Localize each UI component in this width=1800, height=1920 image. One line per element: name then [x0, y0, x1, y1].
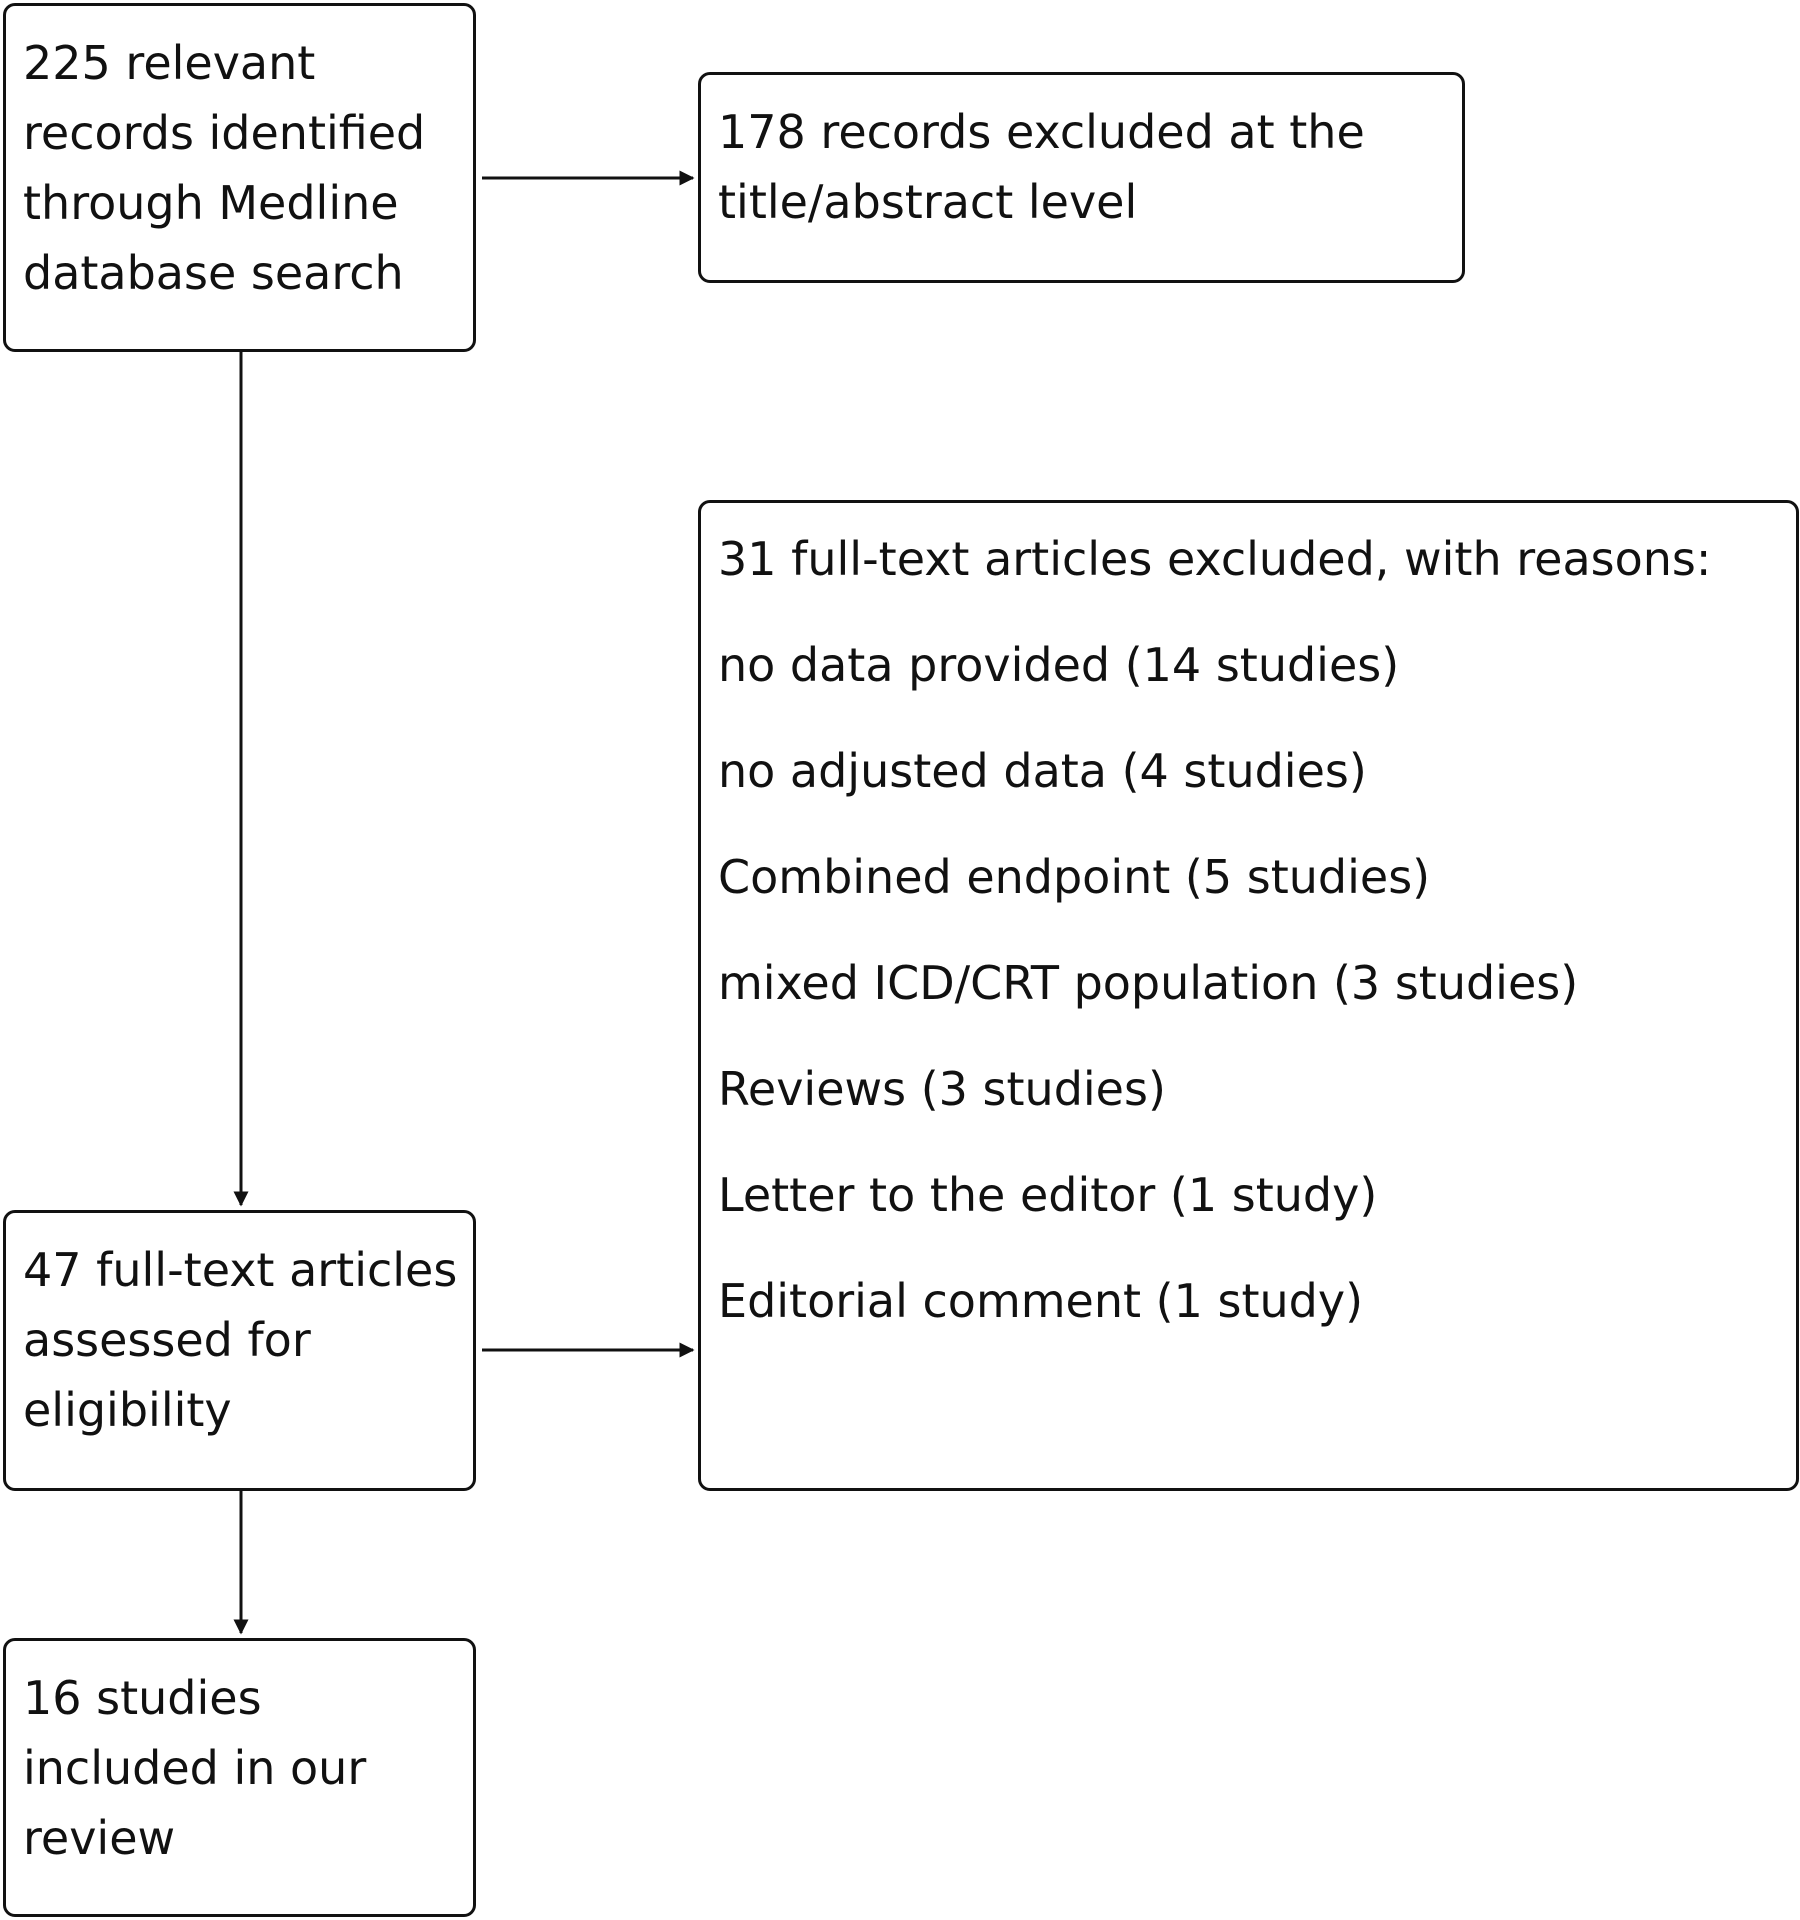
studies-included-box: 16 studies included in our review — [3, 1638, 476, 1917]
exclusion-heading: 31 full-text articles excluded, with rea… — [718, 532, 1712, 586]
exclusion-reason: Reviews (3 studies) — [718, 1062, 1166, 1116]
records-excluded-box: 178 records excluded at the title/abstra… — [698, 72, 1465, 283]
exclusion-reasons-list: 31 full-text articles excluded, with rea… — [718, 506, 1711, 1354]
full-text-assessed-box: 47 full-text articles assessed for eligi… — [3, 1210, 476, 1491]
exclusion-reason: no data provided (14 studies) — [718, 638, 1400, 692]
exclusion-reason: Combined endpoint (5 studies) — [718, 850, 1431, 904]
exclusion-reason: Letter to the editor (1 study) — [718, 1168, 1378, 1222]
exclusion-reason: mixed ICD/CRT population (3 studies) — [718, 956, 1579, 1010]
exclusion-reason: no adjusted data (4 studies) — [718, 744, 1367, 798]
full-text-excluded-box: 31 full-text articles excluded, with rea… — [698, 500, 1799, 1491]
records-excluded-text: 178 records excluded at the title/abstra… — [718, 105, 1365, 229]
records-identified-text: 225 relevant records identified through … — [23, 36, 426, 300]
studies-included-text: 16 studies included in our review — [23, 1671, 367, 1865]
full-text-assessed-text: 47 full-text articles assessed for eligi… — [23, 1243, 458, 1437]
exclusion-reason: Editorial comment (1 study) — [718, 1274, 1364, 1328]
records-identified-box: 225 relevant records identified through … — [3, 3, 476, 352]
